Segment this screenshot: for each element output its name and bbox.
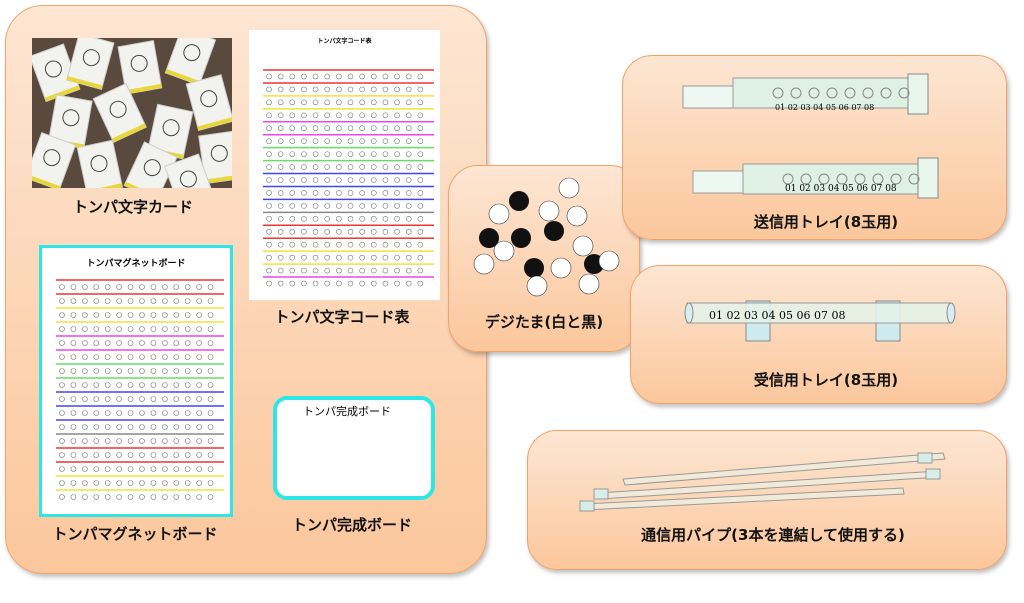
card [117, 40, 163, 95]
white-ball [578, 273, 600, 295]
card [198, 130, 232, 185]
complete-board-label: トンパ完成ボード [291, 516, 413, 534]
white-ball [550, 257, 572, 279]
white-ball [488, 203, 510, 225]
card [123, 141, 178, 188]
white-ball [493, 240, 515, 262]
white-ball [558, 177, 580, 199]
card [92, 82, 147, 143]
card [185, 74, 232, 132]
code-table-title: トンパ文字コード表 [317, 38, 372, 45]
digitama-label: デジたま(白と黒) [484, 313, 604, 331]
receive-tray-label: 受信用トレイ(8玉用) [753, 371, 899, 389]
black-ball [544, 221, 564, 241]
black-ball [509, 191, 529, 211]
pipe-illustration [579, 452, 946, 512]
send-tray-label: 送信用トレイ(8玉用) [753, 213, 899, 231]
receive-tray-panel: 01 02 03 04 05 06 07 08 [630, 265, 1007, 404]
send-tray-numbers-1: 01 02 03 04 05 06 07 08 [775, 103, 874, 112]
magnet-board: トンパマグネットボード [39, 245, 233, 517]
card [76, 139, 124, 188]
black-ball [524, 258, 544, 278]
card [164, 153, 216, 188]
white-ball [572, 235, 594, 257]
pipe-panel [527, 430, 1007, 570]
receive-tray-numbers: 01 02 03 04 05 06 07 08 [709, 309, 845, 322]
black-ball [511, 228, 531, 248]
magnet-board-label: トンパマグネットボード [52, 525, 218, 543]
tonpa-card-photo [32, 38, 232, 188]
white-ball [526, 275, 548, 297]
white-ball [538, 200, 560, 222]
digitama-panel [448, 165, 640, 352]
card [164, 38, 217, 86]
send-tray-panel: 01 02 03 04 05 06 07 08 01 02 03 04 05 0… [622, 55, 1007, 240]
receive-tray-illustration [684, 300, 956, 342]
white-ball [473, 253, 495, 275]
magnet-board-title: トンパマグネットボード [86, 259, 186, 269]
send-tray-numbers-2: 01 02 03 04 05 06 07 08 [785, 184, 897, 194]
complete-board-title: トンパ完成ボード [303, 405, 391, 418]
pipe-label: 通信用パイプ(3本を連結して使用する) [641, 526, 905, 544]
send-tray-illustration [682, 73, 939, 199]
code-table-sheet: トンパ文字コード表 [249, 30, 440, 300]
card-label: トンパ文字カード [72, 198, 194, 216]
code-table-label: トンパ文字コード表 [274, 308, 410, 326]
complete-board: トンパ完成ボード [273, 396, 435, 500]
black-ball [479, 228, 499, 248]
card [32, 132, 77, 188]
white-ball [598, 250, 620, 272]
white-ball [566, 205, 588, 227]
card [66, 38, 115, 90]
